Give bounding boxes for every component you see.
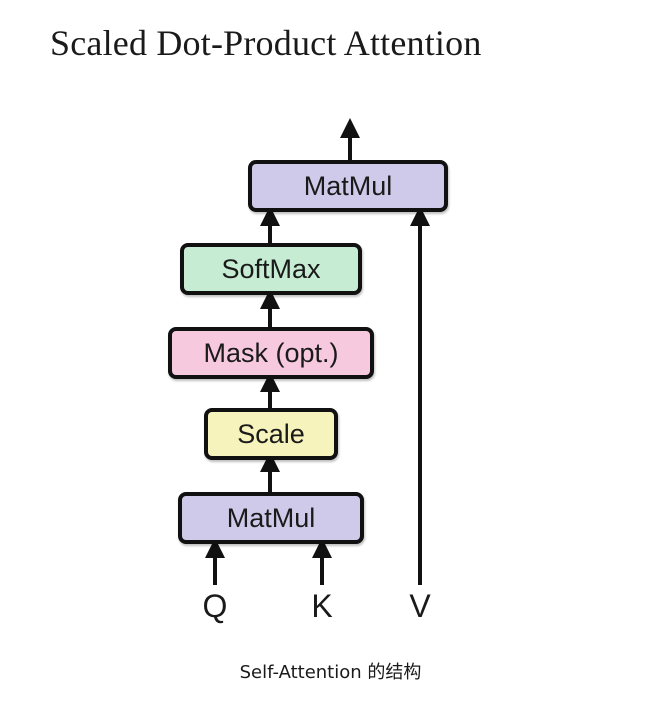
mask-label: Mask (opt.)	[203, 337, 339, 368]
matmul-top-label: MatMul	[303, 170, 393, 201]
matmul-bottom-label: MatMul	[226, 502, 316, 533]
mask-box: Mask (opt.)	[168, 327, 374, 379]
figure-caption: Self-Attention 的结构	[239, 662, 422, 683]
input-v-label: V	[409, 588, 431, 624]
input-q-label: Q	[202, 588, 228, 624]
scale-label: Scale	[237, 418, 305, 449]
input-k-label: K	[311, 588, 333, 624]
matmul-top-box: MatMul	[248, 160, 448, 212]
scale-box: Scale	[204, 408, 338, 460]
diagram-title: Scaled Dot-Product Attention	[50, 23, 482, 63]
softmax-box: SoftMax	[180, 243, 362, 295]
matmul-bottom-box: MatMul	[178, 492, 364, 544]
softmax-label: SoftMax	[221, 253, 321, 284]
